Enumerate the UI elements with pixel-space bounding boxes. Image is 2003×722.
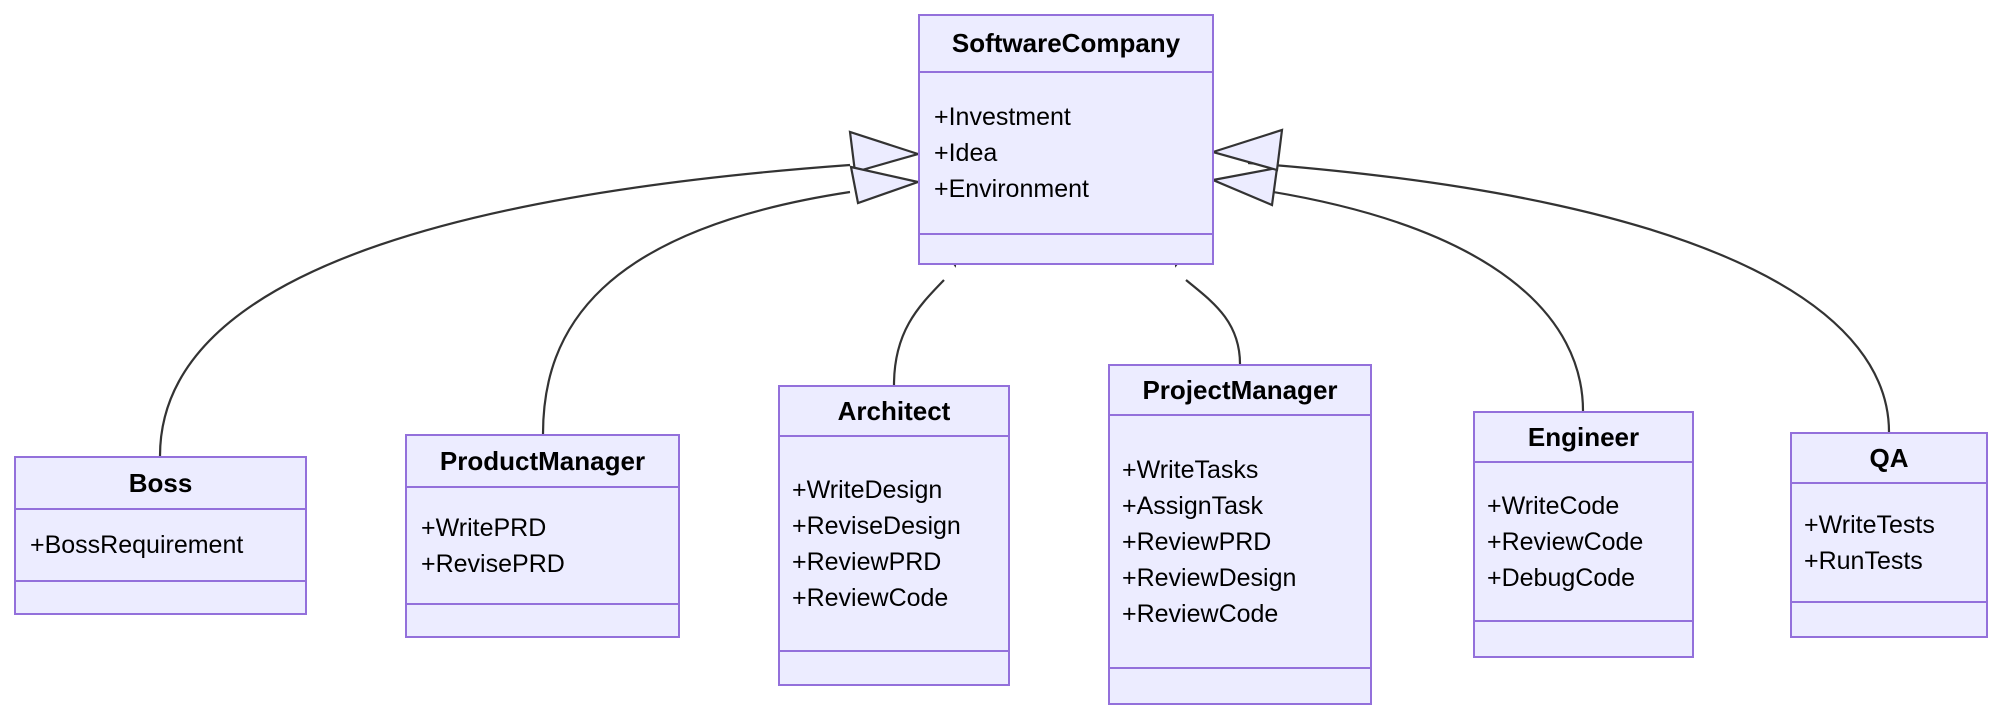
class-attribute: +Investment [934, 103, 1071, 131]
class-node-product-manager[interactable]: ProductManager +WritePRD +RevisePRD [405, 434, 680, 638]
class-title-product-manager: ProductManager [407, 436, 678, 488]
class-attributes-software-company: +Investment +Idea +Environment [920, 73, 1212, 235]
class-methods-software-company [920, 235, 1212, 263]
class-attribute: +DebugCode [1487, 563, 1636, 592]
class-attributes-project-manager: +WriteTasks +AssignTask +ReviewPRD +Revi… [1110, 416, 1370, 669]
class-attribute: +WriteDesign [792, 475, 943, 504]
class-attributes-product-manager: +WritePRD +RevisePRD [407, 488, 678, 605]
class-attribute: +WriteCode [1487, 491, 1620, 520]
class-methods-product-manager [407, 605, 678, 636]
class-attribute: +ReviewCode [792, 583, 949, 612]
class-title-qa: QA [1792, 434, 1986, 484]
edge-boss-to-softwarecompany [158, 163, 851, 457]
class-attribute: +ReviseDesign [792, 511, 961, 540]
class-attribute: +Idea [934, 139, 998, 167]
class-attribute: +WriteTasks [1122, 455, 1259, 484]
class-node-boss[interactable]: Boss +BossRequirement [14, 456, 307, 615]
inheritance-arrowhead-engineer [1209, 166, 1279, 207]
class-title-project-manager: ProjectManager [1110, 366, 1370, 416]
class-methods-boss [16, 582, 305, 613]
class-attribute: +ReviewPRD [792, 547, 942, 576]
class-attribute: +ReviewCode [1122, 599, 1279, 628]
class-methods-project-manager [1110, 669, 1370, 703]
class-attribute: +ReviewCode [1487, 527, 1644, 556]
class-attribute: +Environment [934, 175, 1089, 203]
class-attribute: +WriteTests [1804, 510, 1935, 539]
class-attribute: +RevisePRD [421, 549, 565, 578]
class-title-boss: Boss [16, 458, 305, 510]
class-attributes-boss: +BossRequirement [16, 510, 305, 582]
class-title-software-company: SoftwareCompany [920, 16, 1212, 73]
class-node-architect[interactable]: Architect +WriteDesign +ReviseDesign +Re… [778, 385, 1010, 686]
edge-projectmanager-to-softwarecompany [1185, 279, 1242, 365]
class-attribute: +ReviewPRD [1122, 527, 1272, 556]
class-attributes-architect: +WriteDesign +ReviseDesign +ReviewPRD +R… [780, 437, 1008, 652]
class-node-qa[interactable]: QA +WriteTests +RunTests [1790, 432, 1988, 638]
edge-architect-to-softwarecompany [892, 279, 945, 386]
inheritance-arrowhead-boss [848, 130, 922, 174]
class-methods-architect [780, 652, 1008, 684]
class-node-engineer[interactable]: Engineer +WriteCode +ReviewCode +DebugCo… [1473, 411, 1694, 658]
class-attribute: +WritePRD [421, 513, 547, 542]
class-attribute: +ReviewDesign [1122, 563, 1297, 592]
class-node-project-manager[interactable]: ProjectManager +WriteTasks +AssignTask +… [1108, 364, 1372, 705]
class-node-software-company[interactable]: SoftwareCompany +Investment +Idea +Envir… [918, 14, 1214, 265]
class-attributes-engineer: +WriteCode +ReviewCode +DebugCode [1475, 463, 1692, 622]
class-methods-qa [1792, 603, 1986, 636]
class-title-engineer: Engineer [1475, 413, 1692, 463]
class-attribute: +AssignTask [1122, 491, 1264, 520]
class-attribute: +BossRequirement [30, 531, 244, 559]
class-title-architect: Architect [780, 387, 1008, 437]
class-attribute: +RunTests [1804, 546, 1923, 575]
inheritance-arrowhead-productmanager [849, 165, 922, 205]
inheritance-arrowhead-qa [1209, 128, 1284, 172]
class-methods-engineer [1475, 622, 1692, 656]
class-attributes-qa: +WriteTests +RunTests [1792, 484, 1986, 603]
